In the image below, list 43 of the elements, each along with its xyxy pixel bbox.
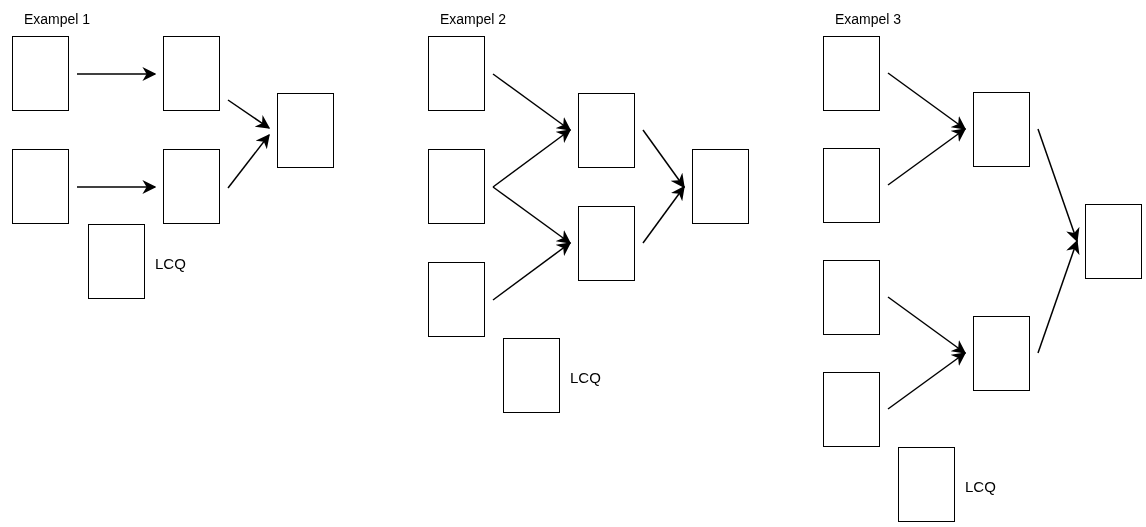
empty-box bbox=[973, 316, 1030, 391]
empty-box bbox=[12, 36, 69, 111]
empty-box bbox=[823, 372, 880, 447]
empty-box bbox=[823, 260, 880, 335]
empty-box bbox=[12, 149, 69, 224]
empty-box bbox=[823, 36, 880, 111]
empty-box bbox=[503, 338, 560, 413]
empty-box bbox=[428, 262, 485, 337]
arrow bbox=[76, 180, 157, 194]
example-heading: Exampel 2 bbox=[440, 12, 507, 26]
empty-box bbox=[1085, 204, 1142, 279]
empty-box bbox=[428, 36, 485, 111]
empty-box bbox=[578, 93, 635, 168]
arrow bbox=[1037, 239, 1080, 354]
empty-box bbox=[88, 224, 145, 299]
empty-box bbox=[277, 93, 334, 168]
empty-box bbox=[973, 92, 1030, 167]
arrow bbox=[642, 185, 685, 244]
box-caption: LCQ bbox=[155, 256, 186, 271]
example-heading: Exampel 3 bbox=[835, 12, 902, 26]
box-caption: LCQ bbox=[965, 479, 996, 494]
arrow bbox=[76, 67, 157, 81]
arrow bbox=[1037, 128, 1080, 243]
arrow bbox=[227, 99, 271, 129]
empty-box bbox=[163, 149, 220, 224]
arrow bbox=[887, 352, 967, 410]
empty-box bbox=[898, 447, 955, 522]
empty-box bbox=[823, 148, 880, 223]
arrow bbox=[492, 129, 572, 188]
empty-box bbox=[692, 149, 749, 224]
example-heading: Exampel 1 bbox=[24, 12, 91, 26]
empty-box bbox=[428, 149, 485, 224]
arrow bbox=[492, 242, 572, 301]
arrow bbox=[887, 296, 967, 354]
arrow bbox=[492, 73, 572, 131]
empty-box bbox=[163, 36, 220, 111]
arrow bbox=[492, 186, 572, 244]
arrow bbox=[887, 72, 967, 130]
empty-box bbox=[578, 206, 635, 281]
arrow bbox=[227, 133, 270, 189]
box-caption: LCQ bbox=[570, 370, 601, 385]
arrow bbox=[887, 128, 967, 186]
arrow bbox=[642, 129, 685, 189]
